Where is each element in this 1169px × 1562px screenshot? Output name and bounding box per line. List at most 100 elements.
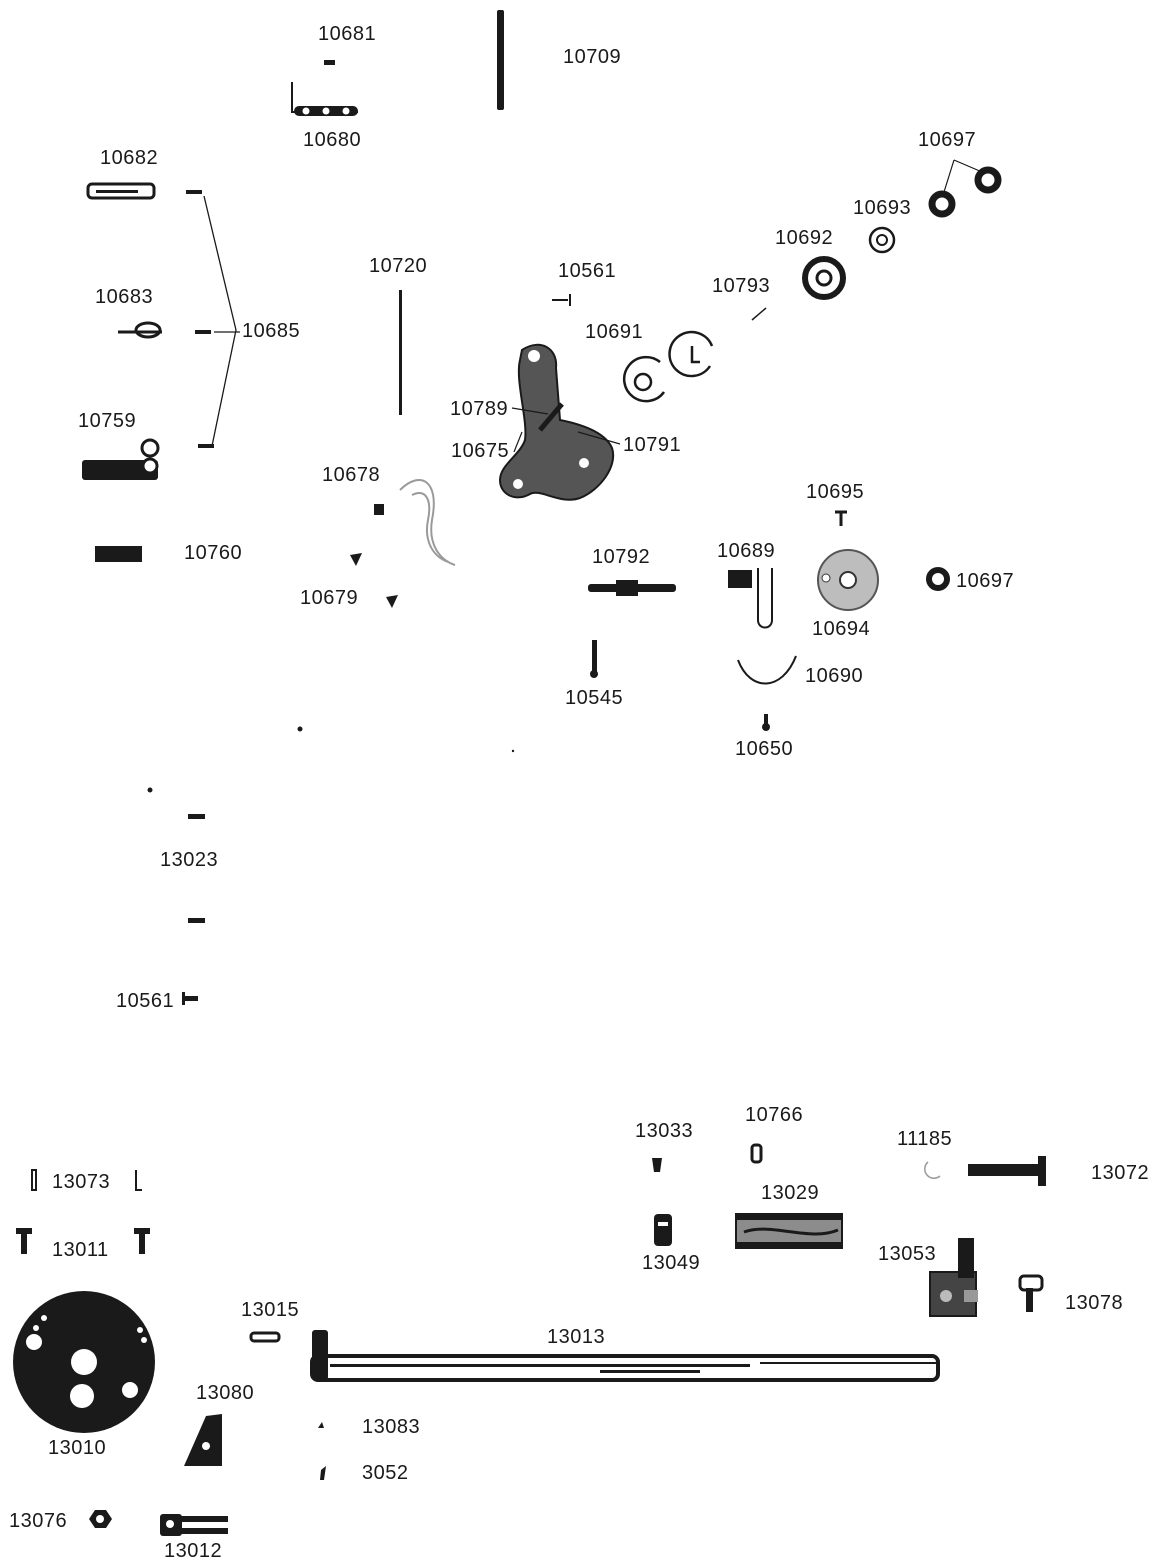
part-10683: [118, 321, 162, 339]
hole-10675-b: [513, 479, 523, 489]
part-13083: [318, 1422, 324, 1428]
part-label-10697-b: 10697: [956, 570, 1015, 592]
part-label-10694: 10694: [812, 618, 871, 640]
part-10682: [86, 182, 156, 200]
part-label-10709: 10709: [563, 46, 622, 68]
part-label-13080: 13080: [196, 1382, 255, 1404]
part-label-10792: 10792: [592, 546, 651, 568]
part-13029: [735, 1213, 843, 1249]
part-label-10759: 10759: [78, 410, 137, 432]
part-10678-spring: [399, 479, 456, 566]
part-label-13015: 13015: [241, 1299, 300, 1321]
part-13011-b: [134, 1228, 150, 1254]
part-10789: [538, 402, 564, 432]
part-10697-pair: [928, 159, 1002, 218]
part-10693-hole: [876, 234, 888, 246]
part-10545: [590, 640, 598, 678]
part-label-10791: 10791: [623, 434, 682, 456]
part-label-10789: 10789: [450, 398, 509, 420]
part-11185: [924, 1161, 941, 1179]
part-label-13083: 13083: [362, 1416, 421, 1438]
part-label-13011: 13011: [52, 1239, 109, 1261]
leaders-10675: [511, 407, 621, 453]
part-label-10678: 10678: [322, 464, 381, 486]
part-10759: [82, 438, 160, 480]
part-10766: [750, 1143, 763, 1164]
part-label-13053: 13053: [878, 1243, 937, 1265]
part-13076: [89, 1510, 112, 1528]
part-10561-bottom: [182, 992, 198, 1005]
part-label-13013: 13013: [547, 1326, 606, 1348]
part-label-10545: 10545: [565, 687, 624, 709]
part-label-10697: 10697: [918, 129, 977, 151]
part-13013: [310, 1330, 940, 1382]
part-label-13033: 13033: [635, 1120, 694, 1142]
part-10678: [374, 504, 384, 515]
part-13023-b: [188, 918, 205, 923]
part-label-13078: 13078: [1065, 1292, 1124, 1314]
part-label-10685: 10685: [242, 320, 301, 342]
part-13073-a: [31, 1169, 37, 1191]
part-10695: [835, 510, 847, 526]
part-10720: [399, 290, 402, 415]
part-label-13072: 13072: [1091, 1162, 1150, 1184]
part-10681: [324, 60, 335, 65]
part-label-10679: 10679: [300, 587, 359, 609]
part-10679-b: [386, 595, 398, 608]
part-label-11185: 11185: [897, 1128, 953, 1150]
part-label-10681: 10681: [318, 23, 377, 45]
screw-10685-a: [186, 190, 202, 194]
part-13023-a: [188, 814, 205, 819]
part-13010: [13, 1291, 155, 1433]
dot-a: [297, 726, 303, 732]
part-label-10695: 10695: [806, 481, 865, 503]
part-13080: [184, 1414, 222, 1466]
part-label-10691: 10691: [585, 321, 644, 343]
part-10689: [728, 568, 773, 629]
part-10709: [497, 10, 504, 110]
part-label-10561-b: 10561: [116, 990, 175, 1012]
part-label-10692: 10692: [775, 227, 834, 249]
part-13012: [160, 1514, 228, 1536]
part-10693: [868, 226, 896, 254]
hole-10675-c: [579, 458, 589, 468]
part-10691: [622, 330, 714, 403]
part-3052: [320, 1466, 326, 1480]
part-10692: [802, 256, 846, 300]
part-label-10689: 10689: [717, 540, 776, 562]
part-13073-b: [135, 1170, 142, 1191]
part-13053: [929, 1238, 978, 1317]
part-label-13073: 13073: [52, 1171, 111, 1193]
part-13078: [1018, 1274, 1044, 1312]
part-10793: [751, 307, 767, 321]
part-label-13023: 13023: [160, 849, 219, 871]
leader-10685: [203, 195, 240, 447]
part-10679-a: [350, 553, 362, 566]
part-label-10650: 10650: [735, 738, 794, 760]
part-label-10690: 10690: [805, 665, 864, 687]
hole-10675-a: [528, 350, 540, 362]
part-label-13029: 13029: [761, 1182, 820, 1204]
part-10675: [498, 343, 615, 501]
part-label-10760: 10760: [184, 542, 243, 564]
part-label-10675: 10675: [451, 440, 510, 462]
part-10694: [817, 549, 879, 611]
part-13015: [249, 1331, 281, 1343]
part-label-10561: 10561: [558, 260, 617, 282]
dot-b: [147, 787, 153, 793]
part-label-13049: 13049: [642, 1252, 701, 1274]
part-label-13010: 13010: [48, 1437, 107, 1459]
part-10561-top: [552, 294, 571, 306]
part-label-13076: 13076: [9, 1510, 68, 1532]
part-13033: [652, 1158, 662, 1172]
part-13011-a: [16, 1228, 32, 1254]
part-label-10693: 10693: [853, 197, 912, 219]
part-label-10793: 10793: [712, 275, 771, 297]
part-label-10680: 10680: [303, 129, 362, 151]
part-10690: [737, 655, 797, 685]
screw-10685-c: [198, 444, 214, 448]
part-13072: [968, 1156, 1046, 1186]
part-label-13012: 13012: [164, 1540, 223, 1562]
part-label-3052: 3052: [362, 1462, 409, 1484]
